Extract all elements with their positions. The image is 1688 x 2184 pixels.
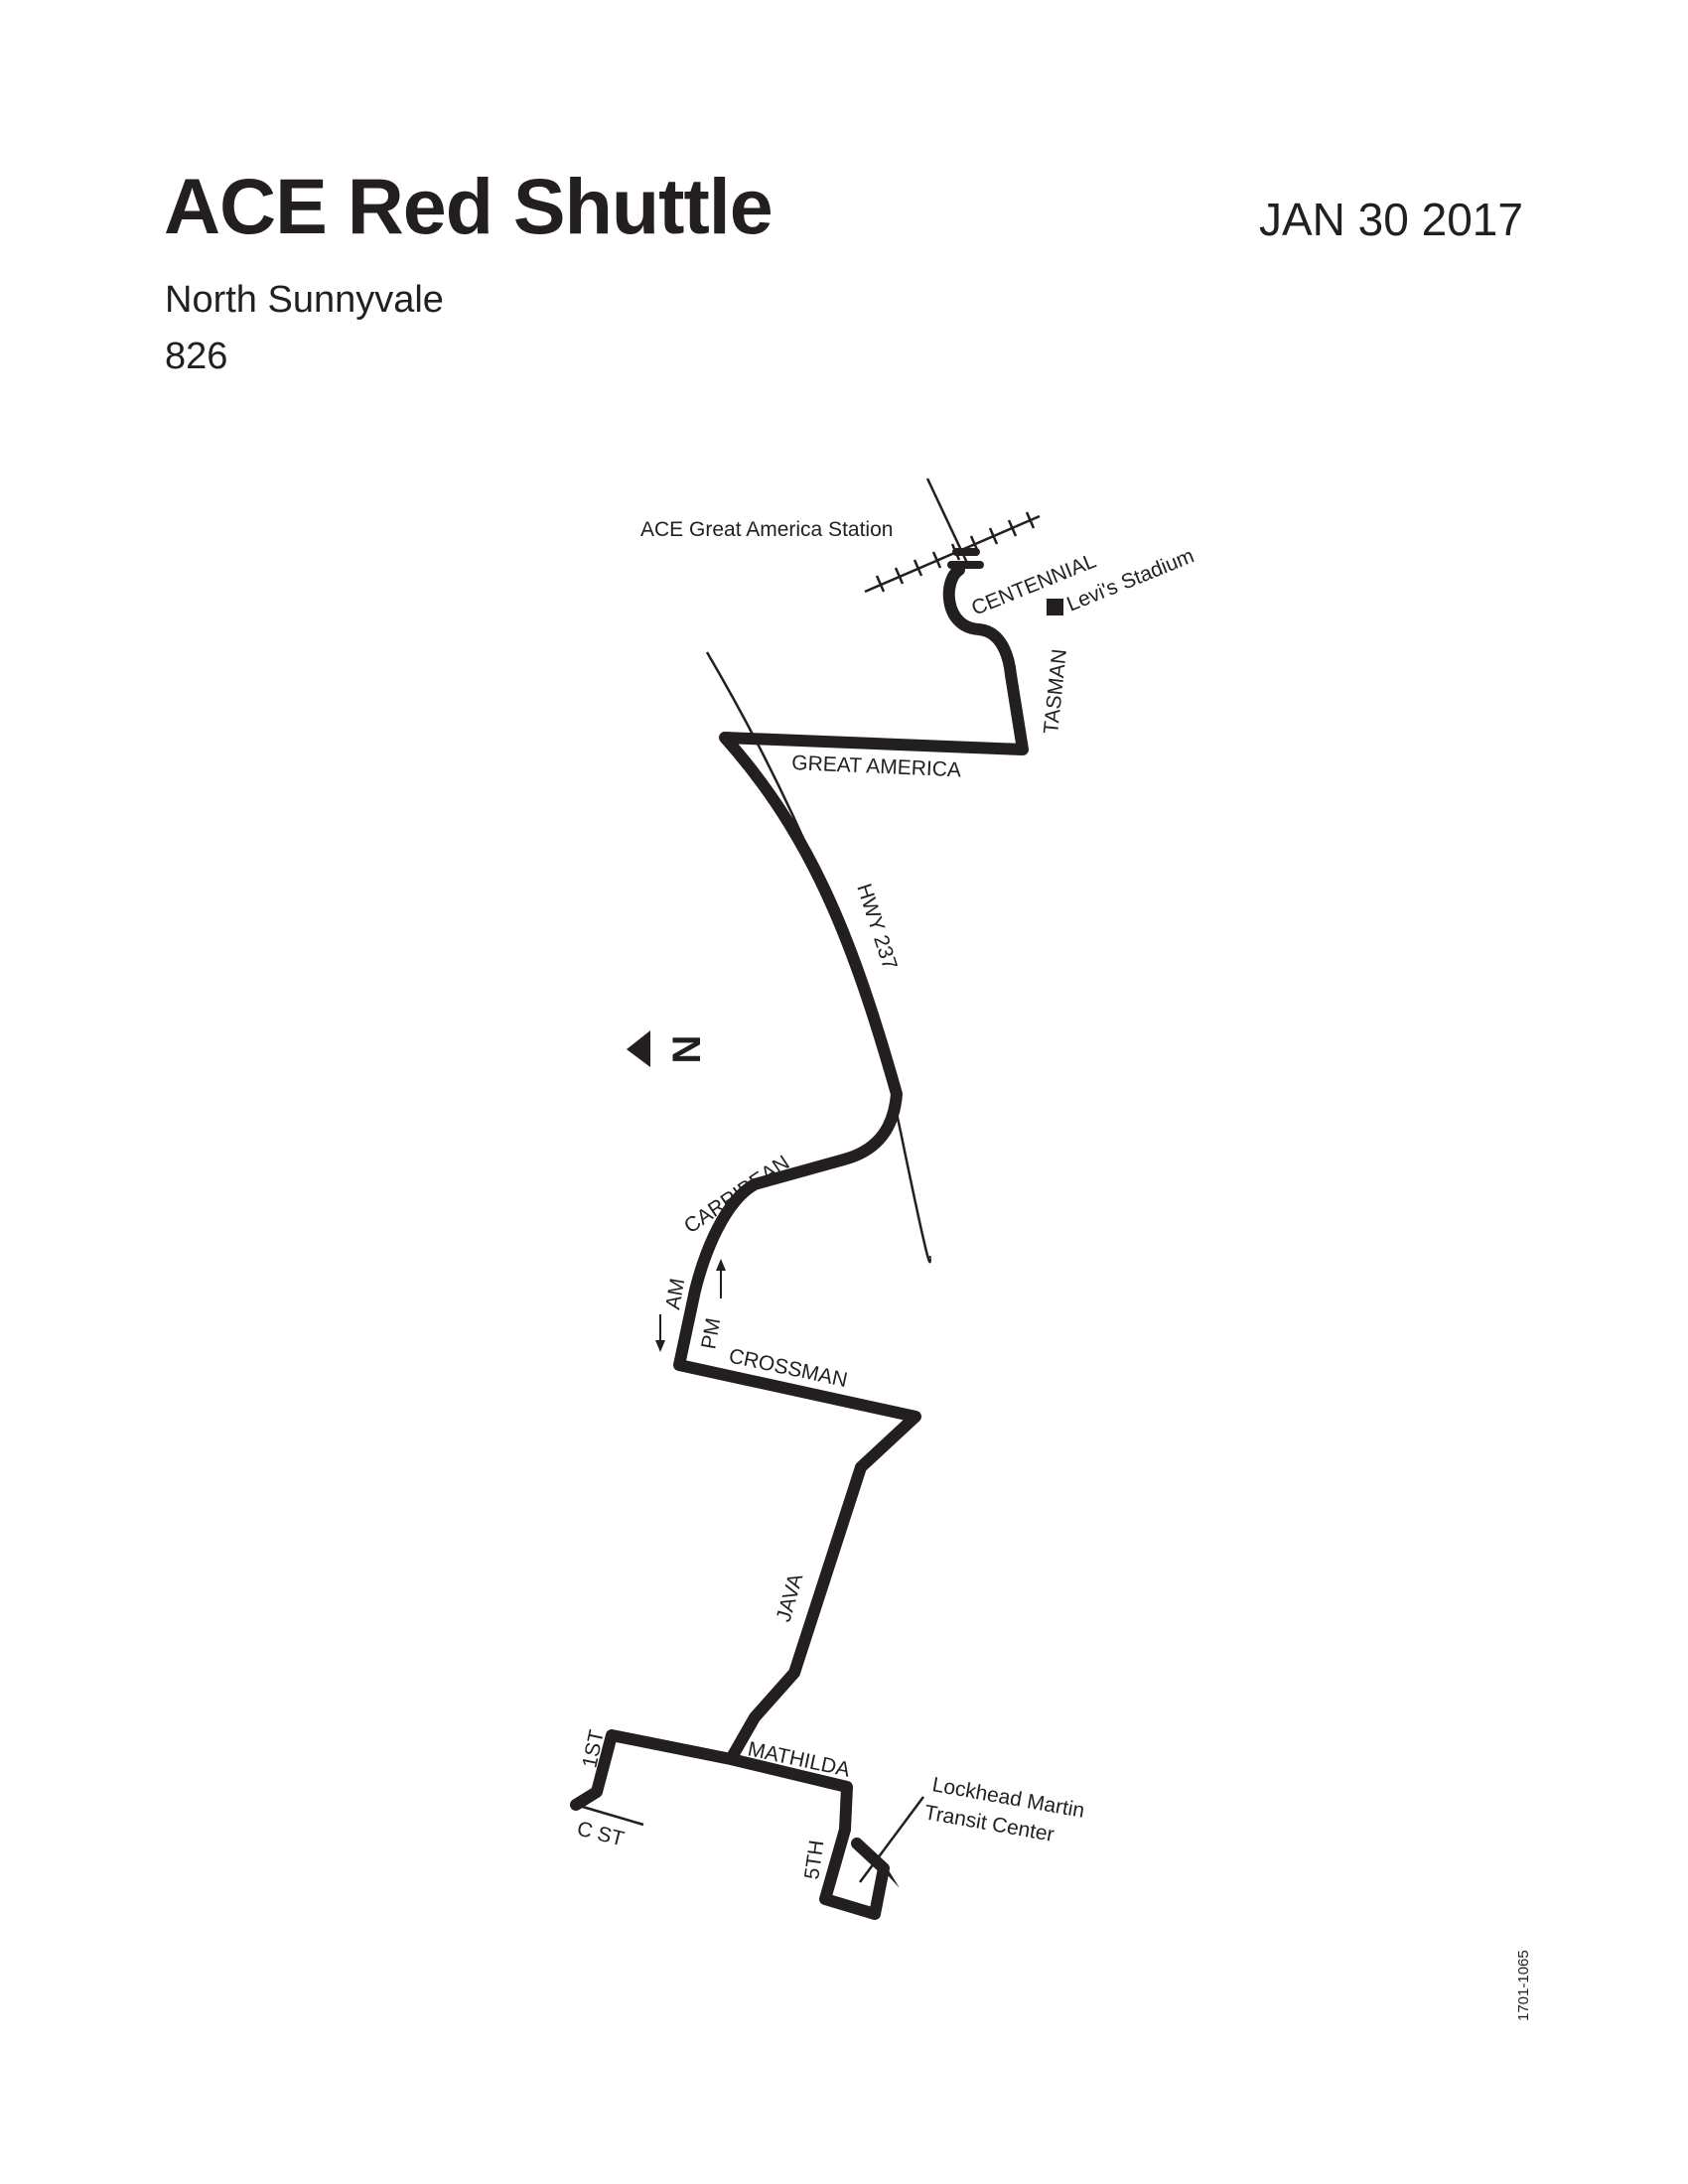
pm-direction-arrow-icon [716, 1259, 726, 1298]
pm-label: PM [697, 1316, 725, 1351]
ace-station-label: ACE Great America Station [640, 518, 893, 541]
am-label: AM [661, 1277, 689, 1311]
transit-center-leader-line [858, 1796, 925, 1883]
fifth-st-label: 5TH [800, 1839, 828, 1881]
route-number: 826 [165, 336, 228, 377]
am-direction-arrow-icon [655, 1314, 665, 1352]
carribean-label: CARRIBEAN [680, 1152, 793, 1239]
great-america-label: GREAT AMERICA [791, 751, 962, 781]
route-end-arrow [874, 1862, 900, 1888]
tasman-label: TASMAN [1040, 648, 1071, 736]
page-title: ACE Red Shuttle [164, 162, 774, 250]
c-st-line [575, 1803, 644, 1827]
north-arrow-label: N [665, 1035, 709, 1064]
c-st-label: C ST [575, 1818, 627, 1851]
document-code: 1701-1065 [1515, 1950, 1532, 2021]
effective-date: JAN 30 2017 [1259, 194, 1523, 245]
levis-stadium-marker [1047, 599, 1063, 615]
java-label: JAVA [773, 1571, 808, 1625]
route-area: North Sunnyvale [165, 279, 444, 321]
north-arrow-icon: N [627, 1030, 709, 1067]
